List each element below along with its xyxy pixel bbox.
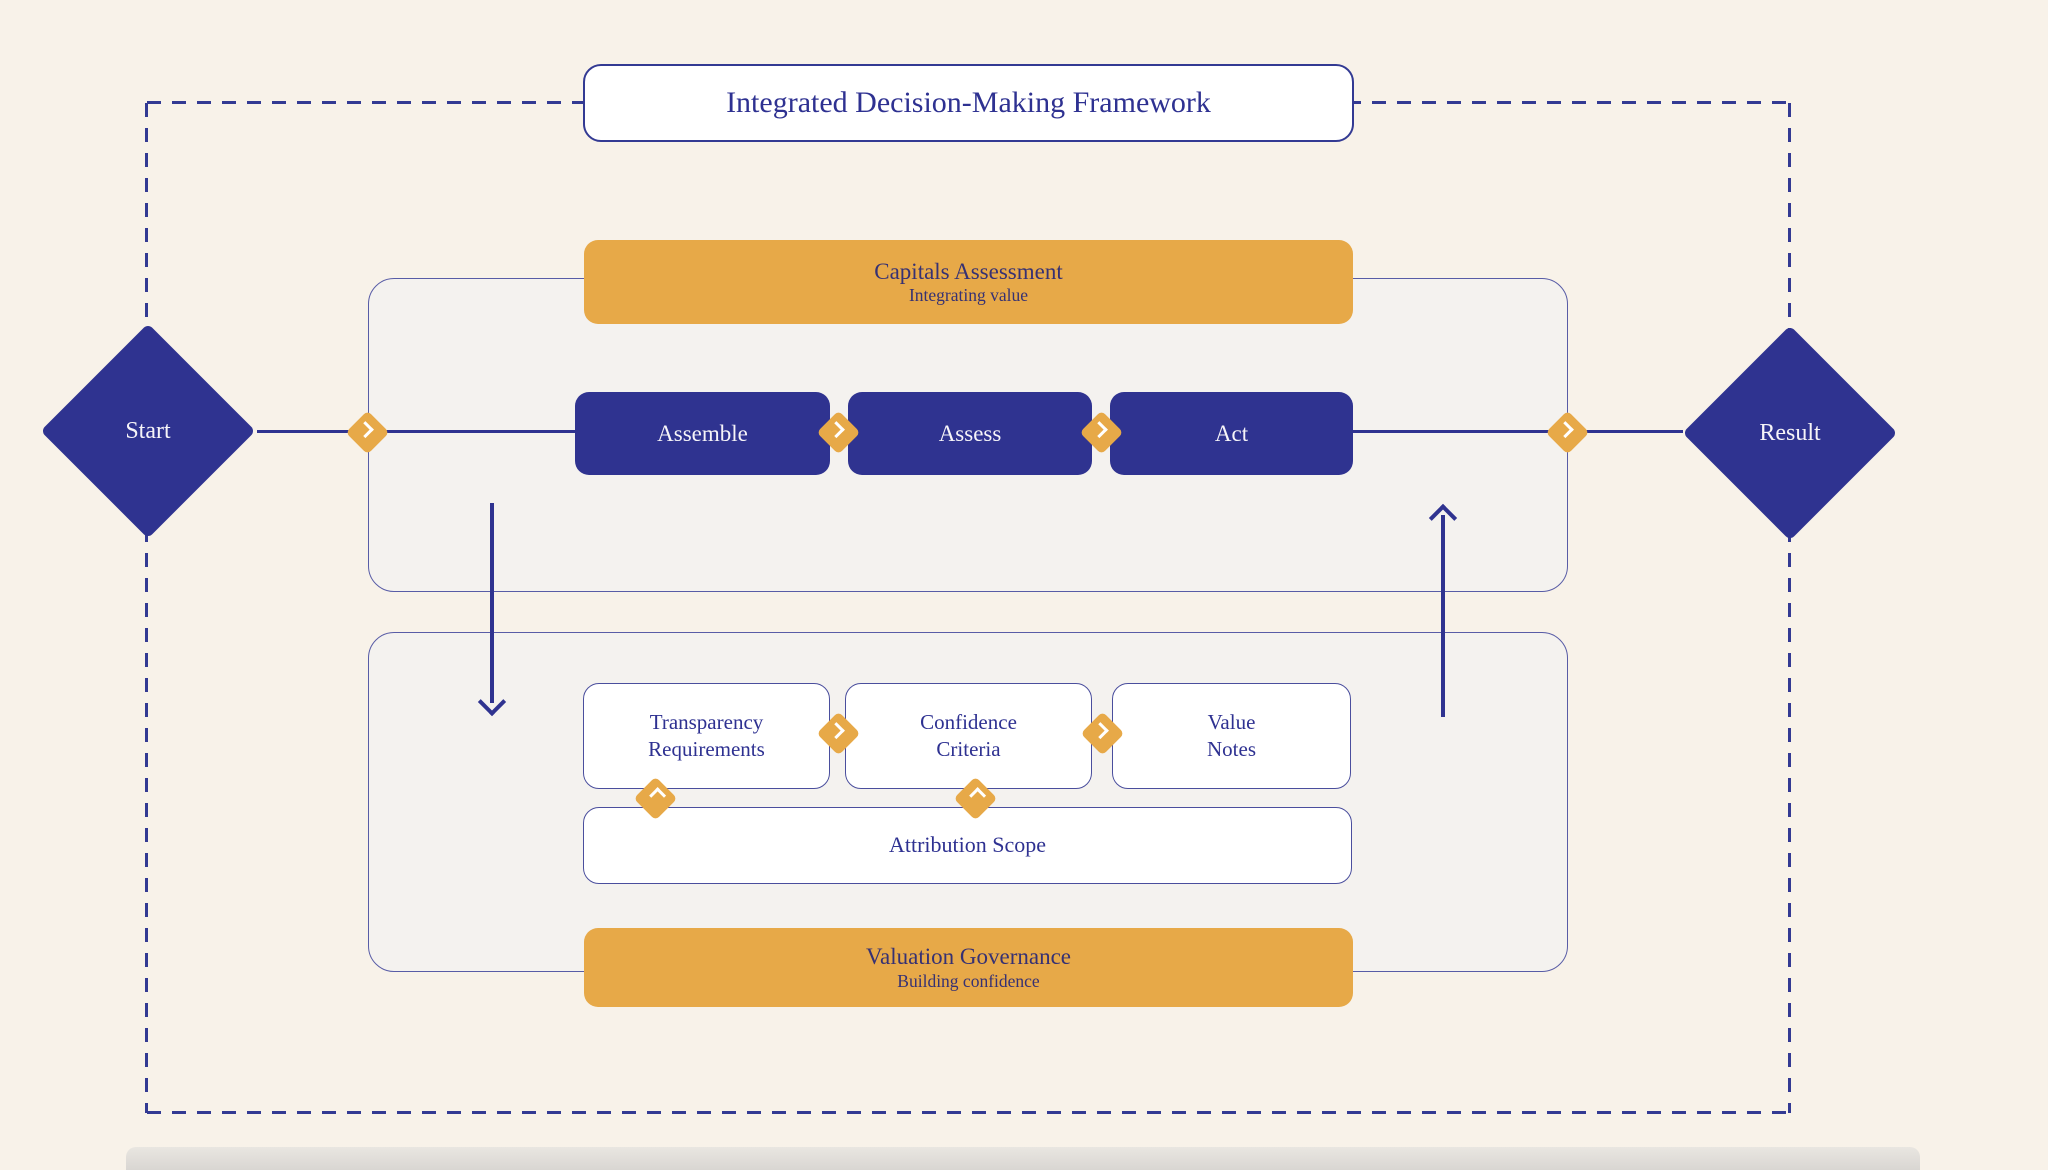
- step-assemble: Assemble: [575, 392, 830, 475]
- step-act: Act: [1110, 392, 1353, 475]
- capitals-assessment-subtitle: Integrating value: [908, 285, 1029, 306]
- item-transparency-requirements: Transparency Requirements: [583, 683, 830, 789]
- step-assess-label: Assess: [938, 420, 1002, 446]
- item-confidence-criteria: Confidence Criteria: [845, 683, 1092, 789]
- result-label: Result: [1759, 419, 1821, 446]
- capitals-assessment-panel: [368, 278, 1568, 592]
- step-assemble-label: Assemble: [657, 420, 748, 446]
- capitals-assessment-header: Capitals Assessment Integrating value: [584, 240, 1353, 324]
- valuation-governance-title: Valuation Governance: [865, 944, 1071, 970]
- diagram-title-label: Integrated Decision-Making Framework: [726, 86, 1211, 119]
- valuation-governance-subtitle: Building confidence: [897, 970, 1040, 991]
- valuation-governance-header: Valuation Governance Building confidence: [584, 928, 1353, 1007]
- dashed-border-left: [145, 103, 148, 1113]
- start-label: Start: [125, 417, 171, 444]
- step-assess: Assess: [848, 392, 1092, 475]
- dashed-border-bottom: [147, 1111, 1790, 1114]
- dashed-border-right: [1788, 103, 1791, 1113]
- attribution-scope-box: Attribution Scope: [583, 807, 1352, 884]
- item-value-notes: Value Notes: [1112, 683, 1351, 789]
- capitals-assessment-title: Capitals Assessment: [874, 258, 1063, 284]
- start-terminal: Start: [40, 323, 256, 539]
- step-act-label: Act: [1214, 420, 1249, 446]
- result-terminal: Result: [1682, 325, 1898, 541]
- bottom-edge-bar: [126, 1147, 1920, 1170]
- attribution-scope-label: Attribution Scope: [888, 832, 1047, 858]
- diagram-title: Integrated Decision-Making Framework: [583, 64, 1354, 142]
